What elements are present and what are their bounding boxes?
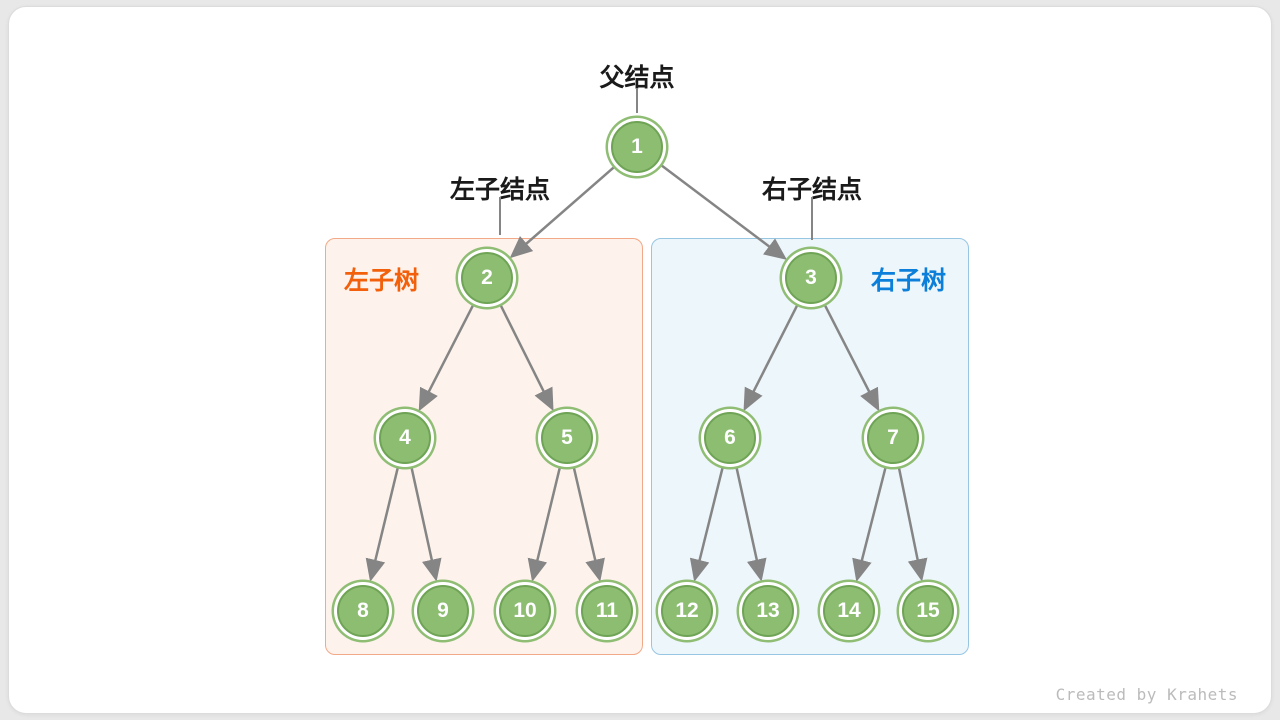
parent-node-label: 父结点 bbox=[599, 64, 675, 92]
tree-node-5: 5 bbox=[541, 412, 593, 464]
tree-node-12: 12 bbox=[661, 585, 713, 637]
tree-node-7: 7 bbox=[867, 412, 919, 464]
tree-node-9: 9 bbox=[417, 585, 469, 637]
tree-node-15: 15 bbox=[902, 585, 954, 637]
tree-node-4: 4 bbox=[379, 412, 431, 464]
tree-node-14: 14 bbox=[823, 585, 875, 637]
tree-node-13: 13 bbox=[742, 585, 794, 637]
right-subtree-label: 右子树 bbox=[871, 267, 947, 295]
tree-node-11: 11 bbox=[581, 585, 633, 637]
tree-node-1: 1 bbox=[611, 121, 663, 173]
tree-node-8: 8 bbox=[337, 585, 389, 637]
tree-node-2: 2 bbox=[461, 252, 513, 304]
tree-node-10: 10 bbox=[499, 585, 551, 637]
tree-node-6: 6 bbox=[704, 412, 756, 464]
right-child-label: 右子结点 bbox=[761, 176, 863, 204]
credit-text: Created by Krahets bbox=[1055, 685, 1238, 704]
left-subtree-label: 左子树 bbox=[344, 267, 420, 295]
tree-node-3: 3 bbox=[785, 252, 837, 304]
left-child-label: 左子结点 bbox=[449, 176, 551, 204]
